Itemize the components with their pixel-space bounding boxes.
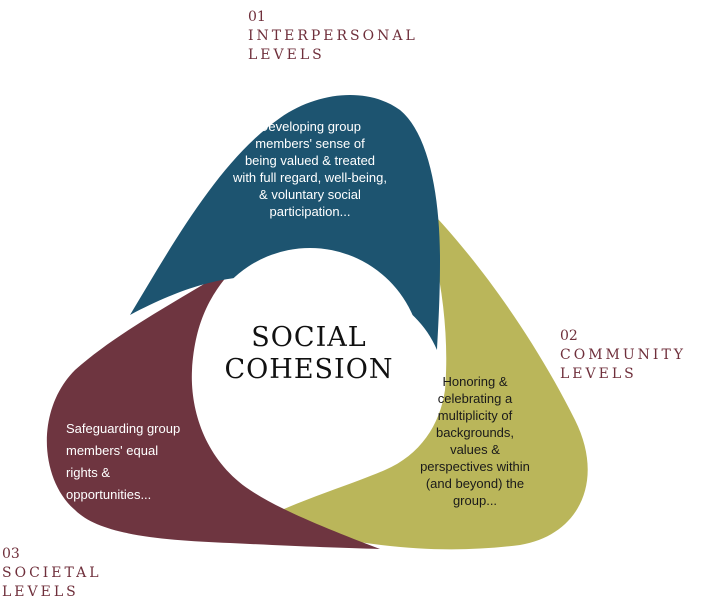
societal-lobe [46,262,381,549]
community-text-line: group... [452,493,498,508]
community-text-line: celebrating a [437,391,513,406]
societal-heading: 03 SOCIETAL LEVELS [2,545,102,602]
community-text-line: perspectives within [420,459,530,474]
interpersonal-text-line: participation... [269,204,351,219]
interpersonal-title-line1: INTERPERSONAL [248,28,418,44]
center-title-line2: COHESION [224,354,394,385]
societal-text-line: rights & [66,465,111,480]
community-lobe [260,198,588,550]
community-title-line2: LEVELS [560,366,637,382]
societal-title-line1: SOCIETAL [2,565,102,581]
societal-number: 03 [2,546,20,562]
interpersonal-title-line2: LEVELS [248,47,325,63]
interpersonal-text-line: & voluntary social [259,187,361,202]
center-circle [198,248,422,472]
community-heading: 02 COMMUNITY LEVELS [560,327,686,384]
societal-description: Safeguarding group members' equal rights… [66,418,216,506]
interpersonal-text-line: with full regard, well-being, [233,170,387,185]
center-title-line1: SOCIAL [251,322,367,353]
interpersonal-text-line: being valued & treated [244,153,376,168]
community-text-line: (and beyond) the [425,476,525,491]
community-text-line: Honoring & [442,374,508,389]
community-description: Honoring & celebrating a multiplicity of… [400,373,550,509]
interpersonal-heading: 01 INTERPERSONAL LEVELS [248,8,418,65]
societal-text-line: Safeguarding group [66,421,181,436]
community-text-line: backgrounds, [435,425,515,440]
interpersonal-text-line: Developing group [259,119,361,134]
interpersonal-text-line: members' sense of [255,136,365,151]
societal-text-line: opportunities... [66,487,152,502]
center-title: SOCIAL COHESION [214,322,404,386]
societal-text-line: members' equal [66,443,159,458]
interpersonal-number: 01 [248,9,266,25]
community-number: 02 [560,328,578,344]
community-text-line: values & [450,442,500,457]
community-text-line: multiplicity of [437,408,513,423]
community-title-line1: COMMUNITY [560,347,687,363]
interpersonal-description: Developing group members' sense of being… [200,118,420,220]
societal-title-line2: LEVELS [2,584,79,600]
